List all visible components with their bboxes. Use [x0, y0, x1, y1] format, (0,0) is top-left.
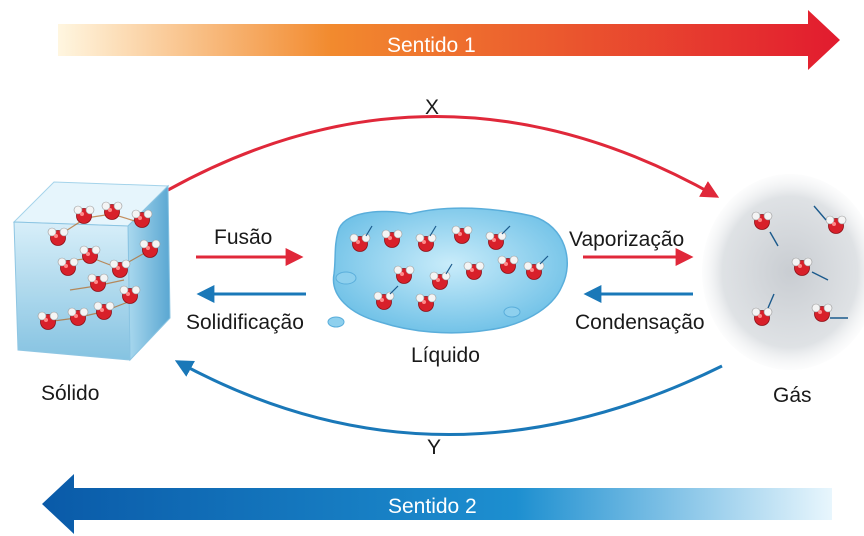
top-banner-label: Sentido 1 — [387, 34, 476, 57]
water-puddle-icon — [327, 207, 568, 334]
condensation-label: Condensação — [575, 311, 705, 334]
vaporization-label: Vaporização — [569, 228, 685, 251]
bottom-banner-label: Sentido 2 — [388, 495, 477, 518]
top-arc-label: X — [425, 96, 440, 119]
top-banner-arrow — [58, 10, 840, 70]
bottom-banner-arrow — [42, 474, 832, 534]
solid-label: Sólido — [41, 382, 100, 405]
solidification-label: Solidificação — [186, 311, 304, 334]
vapor-cloud-icon — [702, 174, 864, 370]
bottom-arc-arrow — [174, 360, 723, 436]
ice-cube-icon — [12, 181, 171, 362]
bottom-arc-label: Y — [427, 436, 442, 459]
fusion-label: Fusão — [214, 226, 273, 249]
top-arc-arrow — [167, 115, 720, 198]
gas-label: Gás — [773, 384, 812, 407]
liquid-label: Líquido — [411, 344, 480, 367]
